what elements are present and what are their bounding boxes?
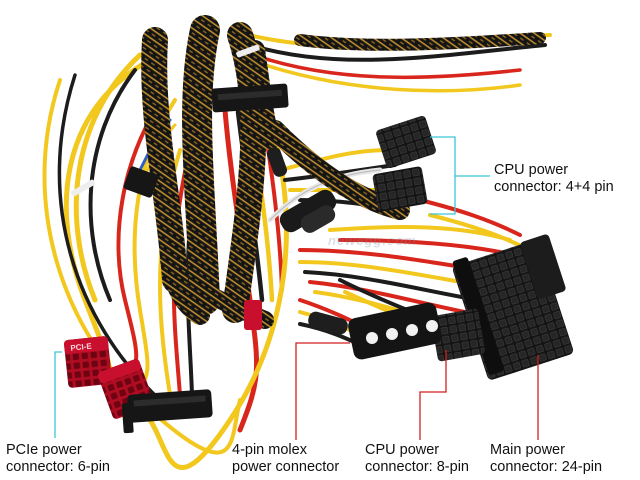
- molex-connector: [348, 302, 442, 360]
- label-pcie-line1: PCIe power: [6, 442, 82, 458]
- label-molex-line1: 4-pin molex: [232, 442, 307, 458]
- label-cpu-8pin-line2: connector: 8-pin: [365, 459, 469, 475]
- pcie-connector-text: PCI-E: [70, 341, 93, 352]
- label-cpu-4plus4-line1: CPU power: [494, 162, 569, 178]
- cpu-4plus4-connector: [372, 115, 436, 212]
- label-molex-line2: power connector: [232, 459, 340, 475]
- watermark-text: newegg.com: [328, 233, 417, 248]
- label-main-24pin-line2: connector: 24-pin: [490, 459, 603, 475]
- heat-shrink: [266, 147, 348, 335]
- label-cpu-8pin-line1: CPU power: [365, 442, 440, 458]
- sata-connector-bottom: [121, 389, 213, 434]
- label-cpu-4plus4-line2: connector: 4+4 pin: [494, 179, 614, 195]
- callout-lines: [54, 136, 539, 440]
- label-molex: 4-pin molex power connector: [232, 442, 339, 476]
- label-cpu-8pin: CPU power connector: 8-pin: [365, 442, 469, 476]
- sata-connector-top: [211, 83, 289, 113]
- label-cpu-4plus4: CPU power connector: 4+4 pin: [494, 162, 614, 196]
- label-pcie-line2: connector: 6-pin: [6, 459, 110, 475]
- zip-ties: [70, 44, 260, 197]
- small-connector-left: [123, 166, 159, 198]
- label-pcie: PCIe power connector: 6-pin: [6, 442, 110, 476]
- main-24pin-connector: [452, 234, 574, 380]
- label-main-24pin: Main power connector: 24-pin: [490, 442, 602, 476]
- label-main-24pin-line1: Main power: [490, 442, 565, 458]
- cpu-8pin-connector: [431, 308, 485, 362]
- small-red-connector: [244, 300, 262, 330]
